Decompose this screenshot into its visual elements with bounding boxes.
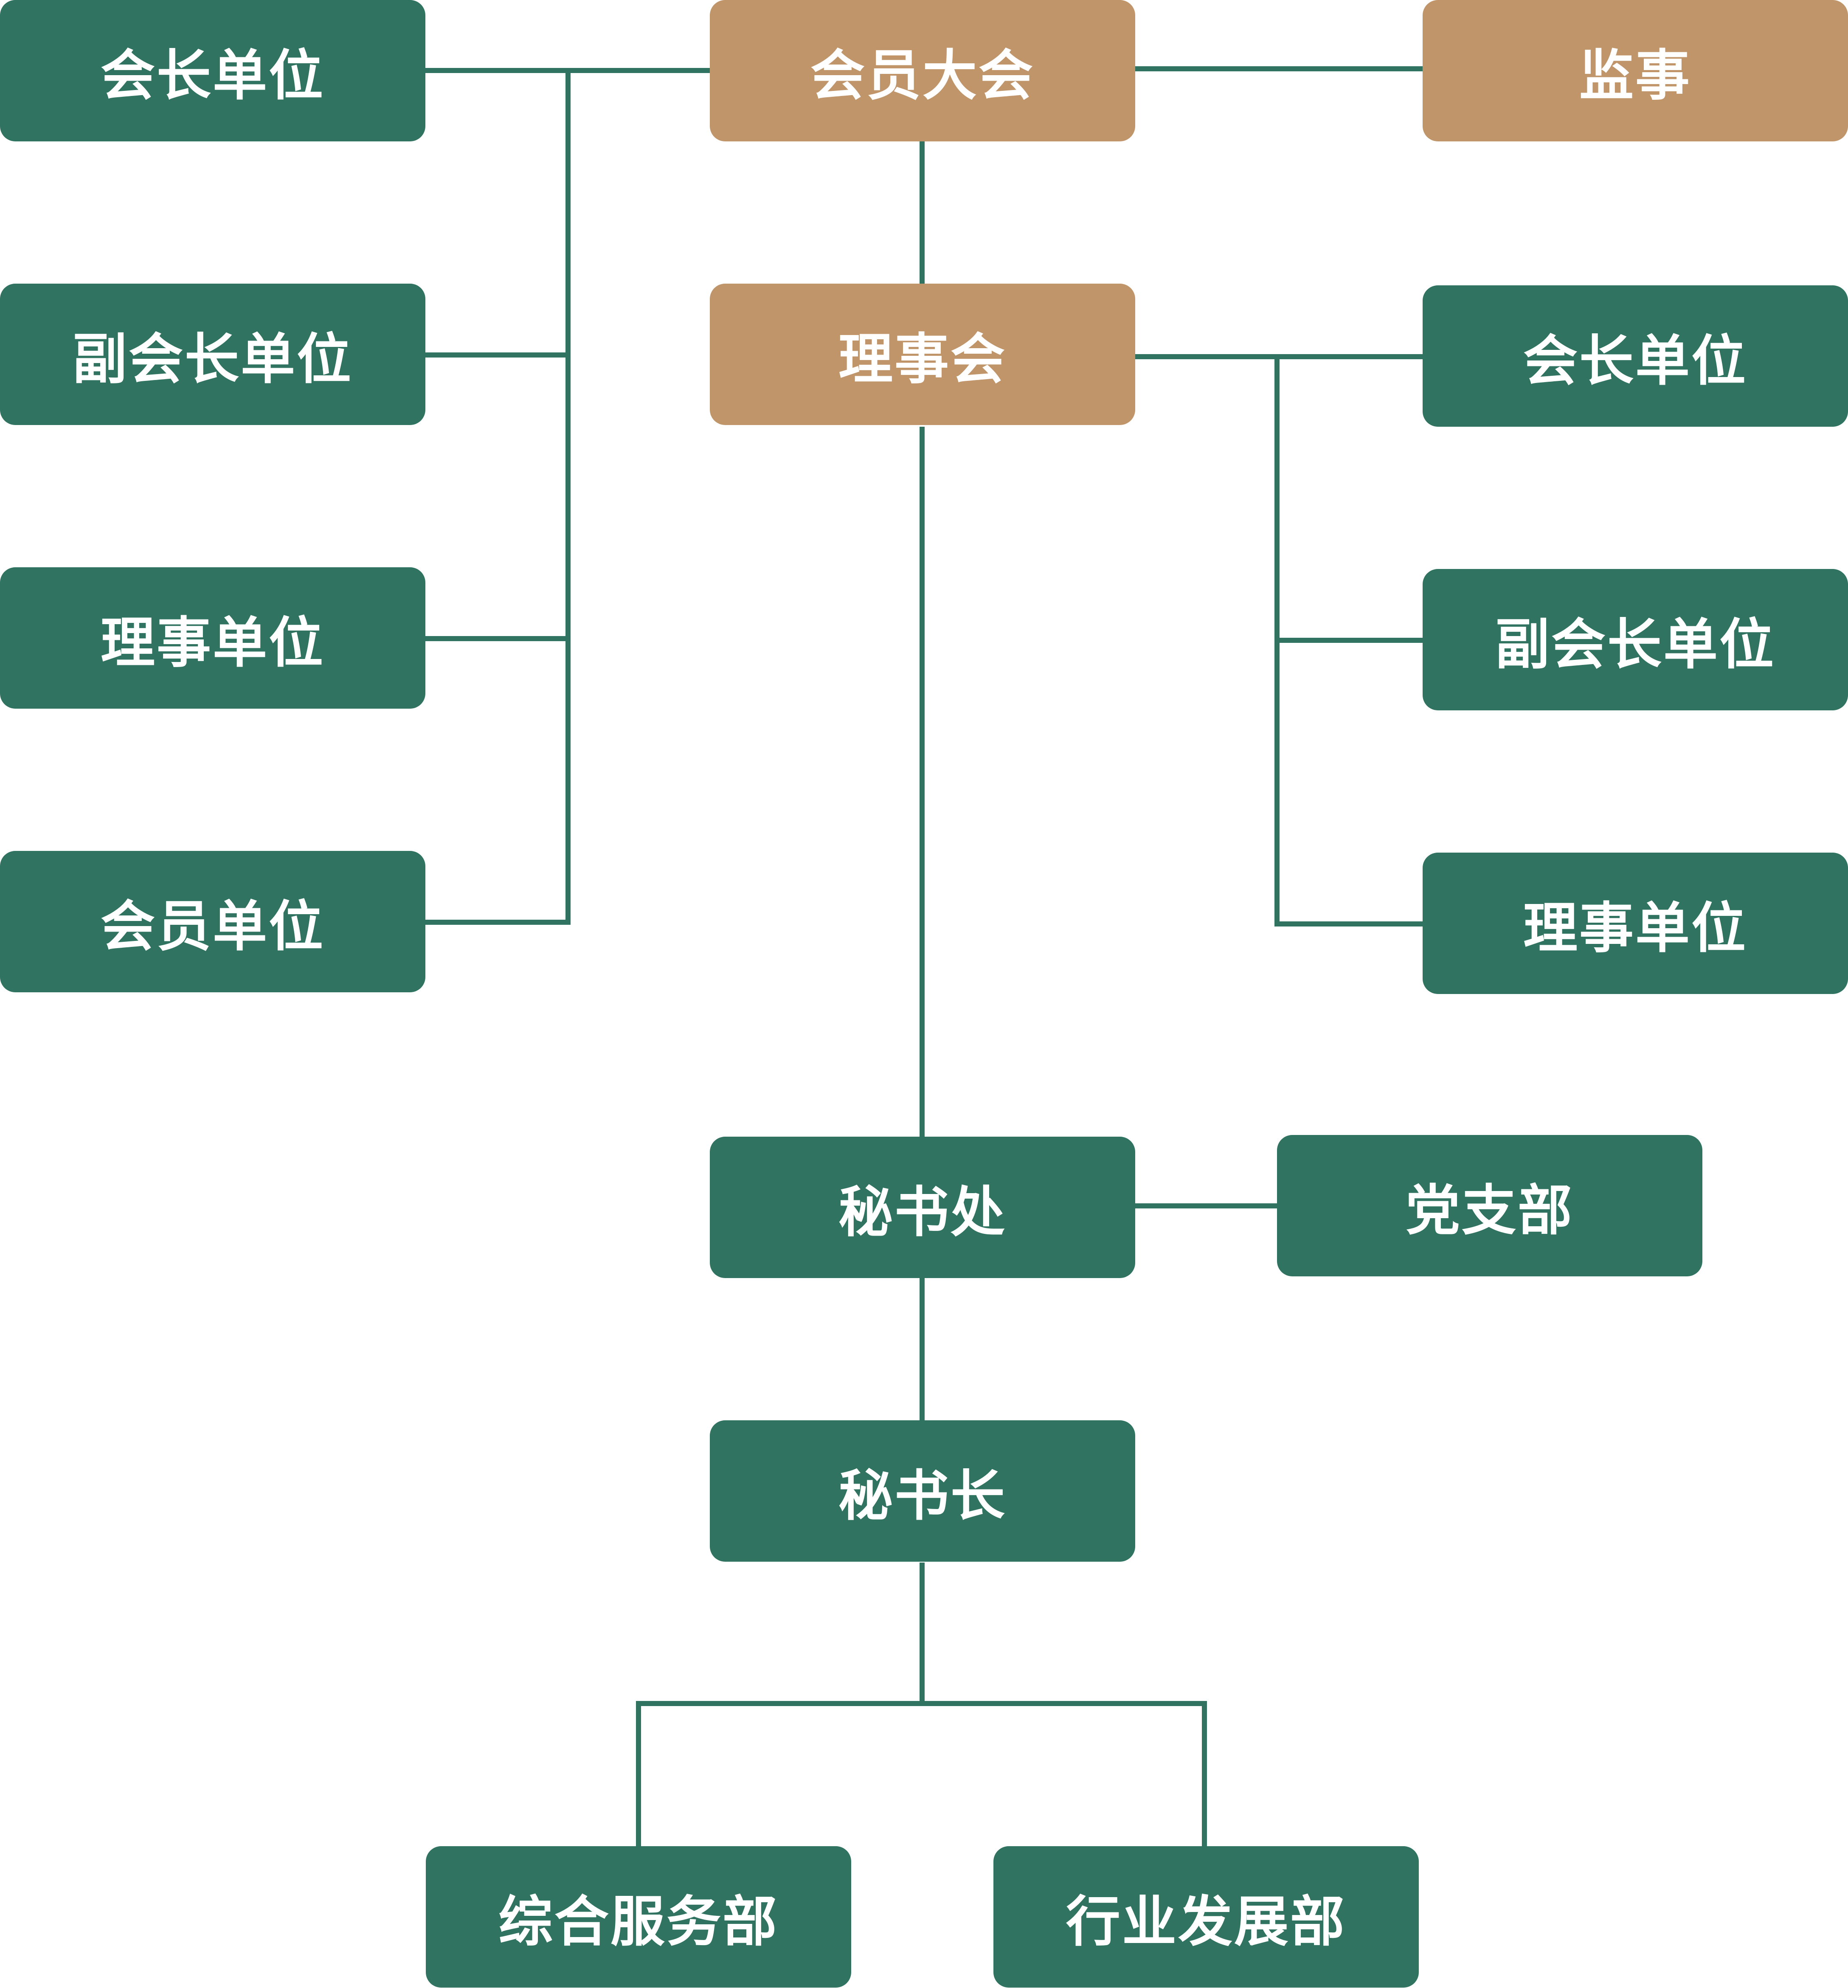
connector xyxy=(636,1701,1207,1706)
connector xyxy=(1202,1701,1207,1846)
general-assembly-box: 会员大会 xyxy=(710,0,1135,141)
left-unit-vice-president: 副会长单位 xyxy=(0,284,425,425)
secretariat-box: 秘书处 xyxy=(710,1137,1135,1278)
connector xyxy=(920,141,925,285)
connector xyxy=(920,1278,925,1422)
connector xyxy=(1135,66,1424,71)
secretary-general-box: 秘书长 xyxy=(710,1420,1135,1562)
dept-general-services: 综合服务部 xyxy=(426,1846,851,1988)
party-branch-box: 党支部 xyxy=(1277,1135,1702,1276)
council-box: 理事会 xyxy=(710,284,1135,425)
connector xyxy=(1135,354,1424,359)
connector xyxy=(425,352,568,358)
connector xyxy=(425,636,568,641)
connector xyxy=(636,1701,641,1846)
right-unit-vice-president: 副会长单位 xyxy=(1423,569,1848,710)
supervisor-box: 监事 xyxy=(1423,0,1848,141)
connector xyxy=(425,920,568,925)
connector xyxy=(1135,1203,1278,1208)
connector xyxy=(1274,638,1424,643)
connector xyxy=(920,1563,925,1704)
connector xyxy=(1274,921,1424,926)
connector xyxy=(565,68,571,925)
right-unit-council: 理事单位 xyxy=(1423,853,1848,994)
left-unit-council: 理事单位 xyxy=(0,567,425,709)
dept-industry-development: 行业发展部 xyxy=(993,1846,1419,1988)
connector xyxy=(920,427,925,1138)
left-unit-member: 会员单位 xyxy=(0,851,425,992)
left-unit-president: 会长单位 xyxy=(0,0,425,141)
right-unit-president: 会长单位 xyxy=(1423,285,1848,427)
